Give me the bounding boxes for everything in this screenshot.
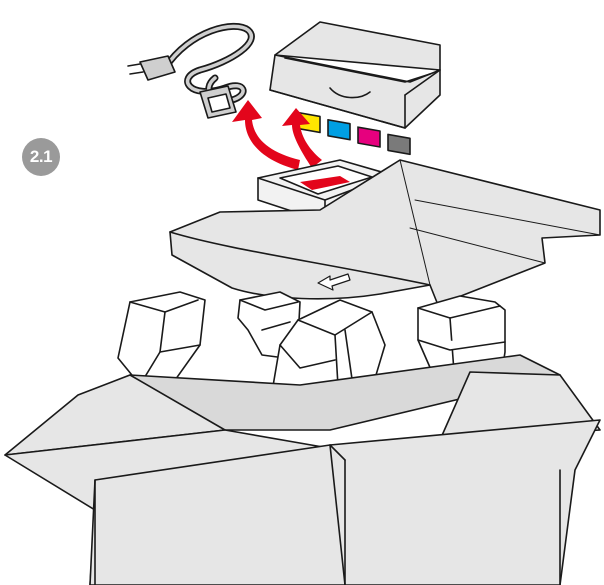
foam-block-left xyxy=(117,291,206,391)
red-removal-arrow-icon xyxy=(232,100,322,170)
cardboard-box xyxy=(4,354,601,585)
flap-direction-arrow-icon xyxy=(317,273,351,291)
power-cord-icon xyxy=(127,22,255,119)
step-number-badge: 2.1 xyxy=(22,138,60,176)
cardboard-divider xyxy=(169,159,601,306)
ink-cartridge-tray-icon xyxy=(269,21,441,156)
